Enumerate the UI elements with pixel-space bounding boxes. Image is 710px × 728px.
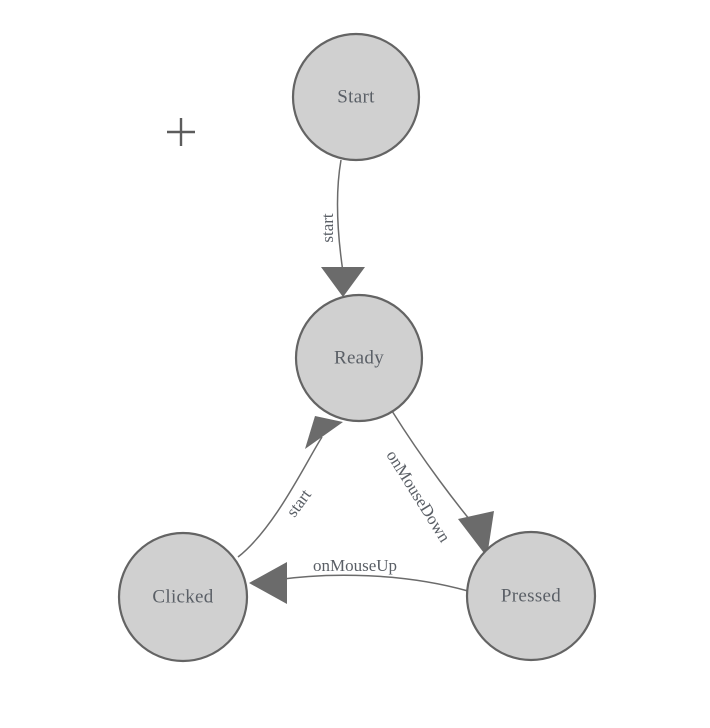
- edge-path-clicked-to-ready: [237, 436, 323, 558]
- node-start[interactable]: Start: [291, 32, 421, 162]
- edge-label-group-start-to-ready: start: [318, 213, 337, 243]
- node-circle-pressed[interactable]: [465, 530, 597, 662]
- node-label-pressed: Pressed: [501, 585, 561, 606]
- edge-label-clicked-to-ready: start: [282, 485, 315, 520]
- node-circle-start[interactable]: [291, 32, 421, 162]
- node-label-clicked: Clicked: [152, 586, 213, 607]
- edge-ready-to-pressed[interactable]: [391, 410, 494, 557]
- edge-start-to-ready[interactable]: [321, 159, 365, 297]
- node-clicked[interactable]: Clicked: [117, 531, 249, 663]
- arrowhead-ready-to-pressed: [458, 511, 494, 557]
- crosshair-icon[interactable]: [167, 118, 195, 146]
- arrowhead-clicked-to-ready: [305, 416, 343, 449]
- node-label-ready: Ready: [334, 347, 384, 368]
- edge-path-pressed-to-clicked: [274, 574, 469, 592]
- edge-label-pressed-to-clicked: onMouseUp: [313, 556, 397, 575]
- edge-label-start-to-ready: start: [318, 213, 337, 243]
- edge-pressed-to-clicked[interactable]: [249, 562, 469, 604]
- edge-label-group-clicked-to-ready: start: [282, 485, 315, 520]
- node-circle-clicked[interactable]: [117, 531, 249, 663]
- node-ready[interactable]: Ready: [294, 293, 424, 423]
- edge-label-group-ready-to-pressed: onMouseDown: [383, 447, 455, 546]
- edge-path-start-to-ready: [336, 159, 344, 273]
- node-label-start: Start: [337, 86, 375, 107]
- node-pressed[interactable]: Pressed: [465, 530, 597, 662]
- arrowhead-pressed-to-clicked: [249, 562, 287, 604]
- node-circle-ready[interactable]: [294, 293, 424, 423]
- edge-clicked-to-ready[interactable]: [237, 416, 343, 558]
- edge-label-group-pressed-to-clicked: onMouseUp: [313, 556, 397, 575]
- arrowhead-start-to-ready: [321, 267, 365, 297]
- edge-label-ready-to-pressed: onMouseDown: [383, 447, 455, 546]
